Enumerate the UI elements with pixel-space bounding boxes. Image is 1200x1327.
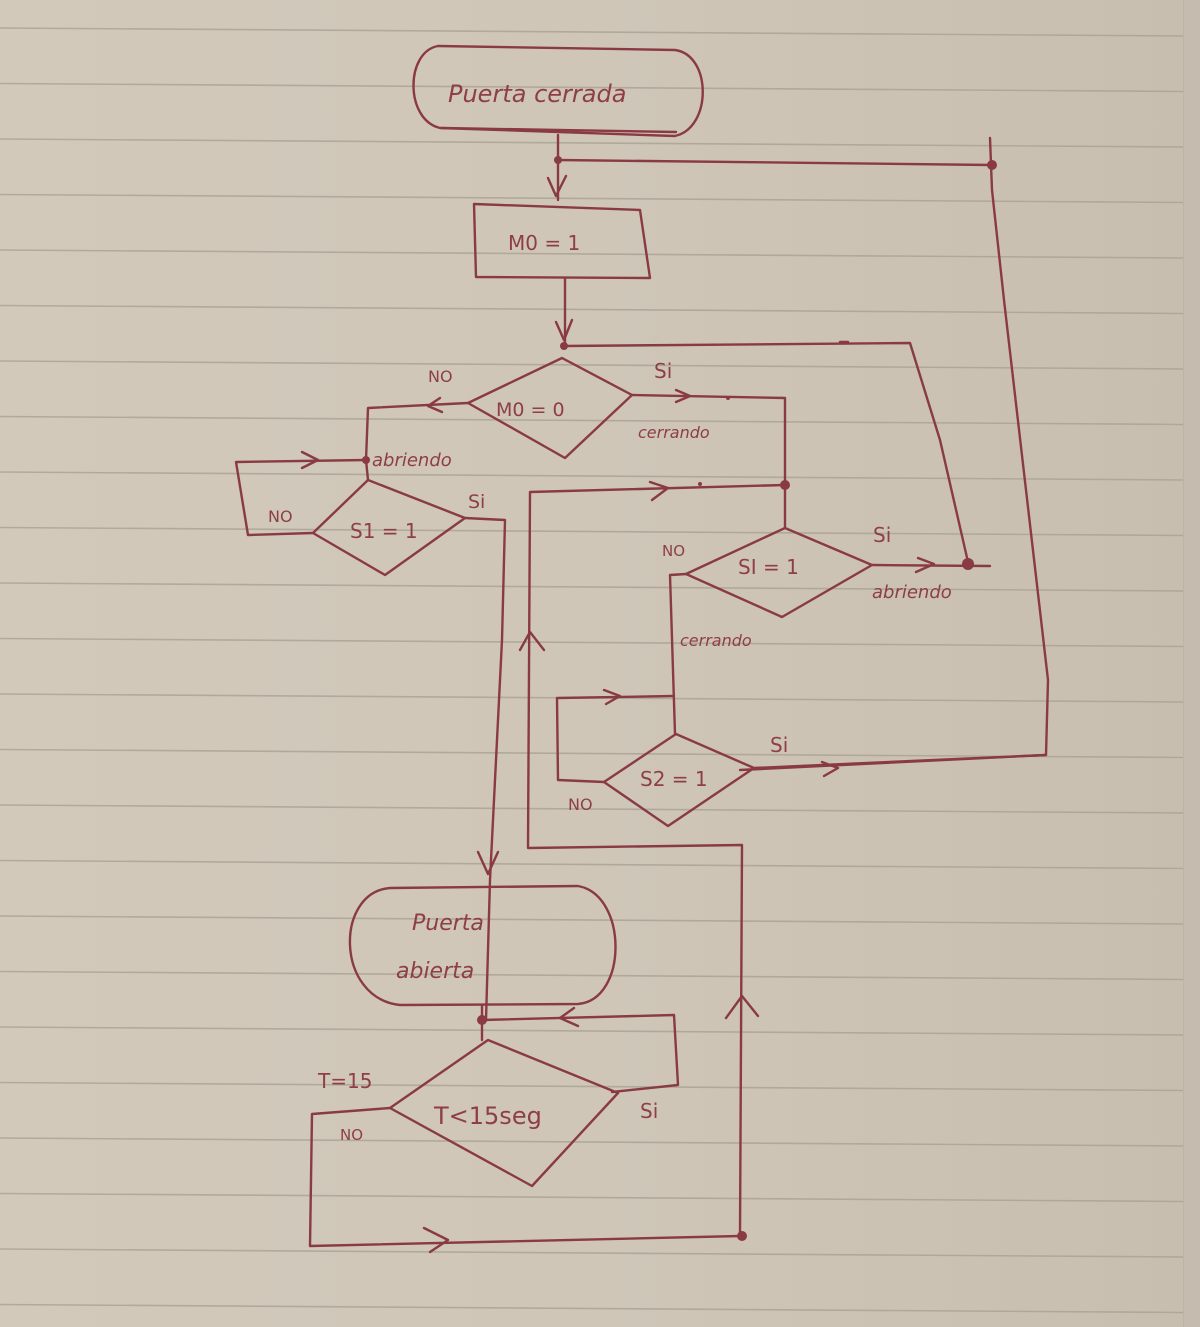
- connector-m0-no: abriendo: [362, 396, 470, 471]
- s1-si-label: Si: [468, 491, 485, 513]
- ruled-line: [0, 1192, 1184, 1203]
- s2-no-label: NO: [568, 795, 593, 814]
- ruled-line: [0, 582, 1184, 592]
- ruled-line: [0, 82, 1184, 93]
- ruled-line: [0, 360, 1184, 370]
- ruled-line: [0, 1303, 1184, 1314]
- decision-s2-label: S2 = 1: [640, 767, 708, 791]
- ruled-line: [0, 1137, 1184, 1147]
- connector-start-to-m0: [546, 133, 1050, 772]
- ruled-line: [0, 471, 1184, 481]
- connector-m0-si: [630, 388, 787, 487]
- open-label-line2: abierta: [396, 959, 474, 984]
- ruled-line: [0, 1026, 1184, 1036]
- ruled-line: [0, 915, 1184, 925]
- ruled-line: [0, 138, 1184, 148]
- decision-s2[interactable]: S2 = 1 Si NO: [568, 732, 788, 828]
- connector-s2-no-loop: [555, 688, 676, 784]
- decision-t-label: T<15seg: [433, 1102, 542, 1130]
- m0-si-state-label: cerrando: [638, 423, 710, 442]
- ruled-line: [0, 859, 1184, 870]
- ruled-lines: [0, 27, 1184, 1314]
- s1-no-label: NO: [268, 507, 293, 526]
- ruled-line: [0, 1081, 1184, 1092]
- ruled-line: [0, 526, 1184, 537]
- ruled-line: [0, 415, 1184, 426]
- connector-open-to-t: [477, 1003, 680, 1094]
- si-si-label: Si: [873, 523, 891, 547]
- t-no-label: NO: [340, 1126, 363, 1144]
- connector-return-middle: [518, 480, 790, 1237]
- decision-m0[interactable]: M0 = 0 NO Si cerrando: [428, 356, 710, 460]
- connector-t-no: [308, 1106, 747, 1254]
- ruled-line: [0, 970, 1184, 981]
- connector-si-si: [870, 556, 992, 574]
- ruled-line: [0, 249, 1184, 259]
- si-no-label: NO: [662, 542, 685, 560]
- paper-edge: [1183, 0, 1200, 1327]
- s2-si-label: Si: [770, 733, 788, 757]
- t-si-label: Si: [640, 1099, 658, 1123]
- decision-s1[interactable]: S1 = 1 NO Si: [268, 458, 485, 577]
- t-eq-label: T=15: [317, 1069, 372, 1093]
- m0-no-label: NO: [428, 367, 453, 386]
- ruled-line: [0, 304, 1184, 315]
- ruled-line: [0, 1248, 1184, 1258]
- decision-si[interactable]: SI = 1 NO Si abriendo cerrando: [662, 483, 952, 650]
- m0-si-label: Si: [654, 359, 672, 383]
- connector-s2-si: [752, 753, 1048, 778]
- ruled-line: [0, 637, 1184, 648]
- connector-s1-no-loop: [234, 450, 368, 537]
- m0-no-state-label: abriendo: [372, 450, 452, 471]
- decision-t[interactable]: T<15seg T=15 NO Si: [317, 1038, 658, 1188]
- connector-si-no: [668, 572, 688, 736]
- process-m0[interactable]: M0 = 1: [472, 202, 652, 280]
- decision-s1-label: S1 = 1: [350, 519, 418, 543]
- connector-m0-to-decision: [554, 276, 970, 564]
- ruled-line: [0, 27, 1184, 37]
- process-m0-label: M0 = 1: [508, 231, 580, 255]
- open-terminal[interactable]: Puerta abierta: [348, 884, 617, 1007]
- si-no-state-label: cerrando: [680, 631, 752, 650]
- si-si-state-label: abriendo: [872, 582, 952, 603]
- open-label-line1: Puerta: [412, 911, 484, 936]
- decision-m0-label: M0 = 0: [496, 399, 565, 421]
- ruled-line: [0, 804, 1184, 814]
- decision-si-label: SI = 1: [738, 555, 799, 579]
- connector-s1-si: [463, 516, 507, 1022]
- start-label: Puerta cerrada: [448, 80, 626, 108]
- ruled-line: [0, 748, 1184, 759]
- start-terminal[interactable]: Puerta cerrada: [412, 44, 704, 138]
- ruled-line: [0, 193, 1184, 204]
